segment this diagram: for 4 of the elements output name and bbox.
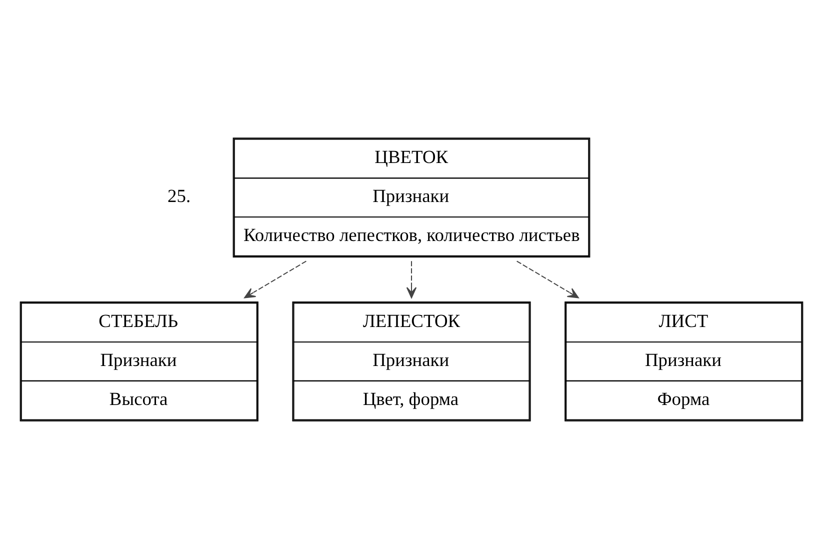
arrow — [244, 260, 306, 298]
arrow — [516, 260, 579, 298]
label: 25. — [168, 186, 191, 206]
arrow — [406, 261, 417, 298]
